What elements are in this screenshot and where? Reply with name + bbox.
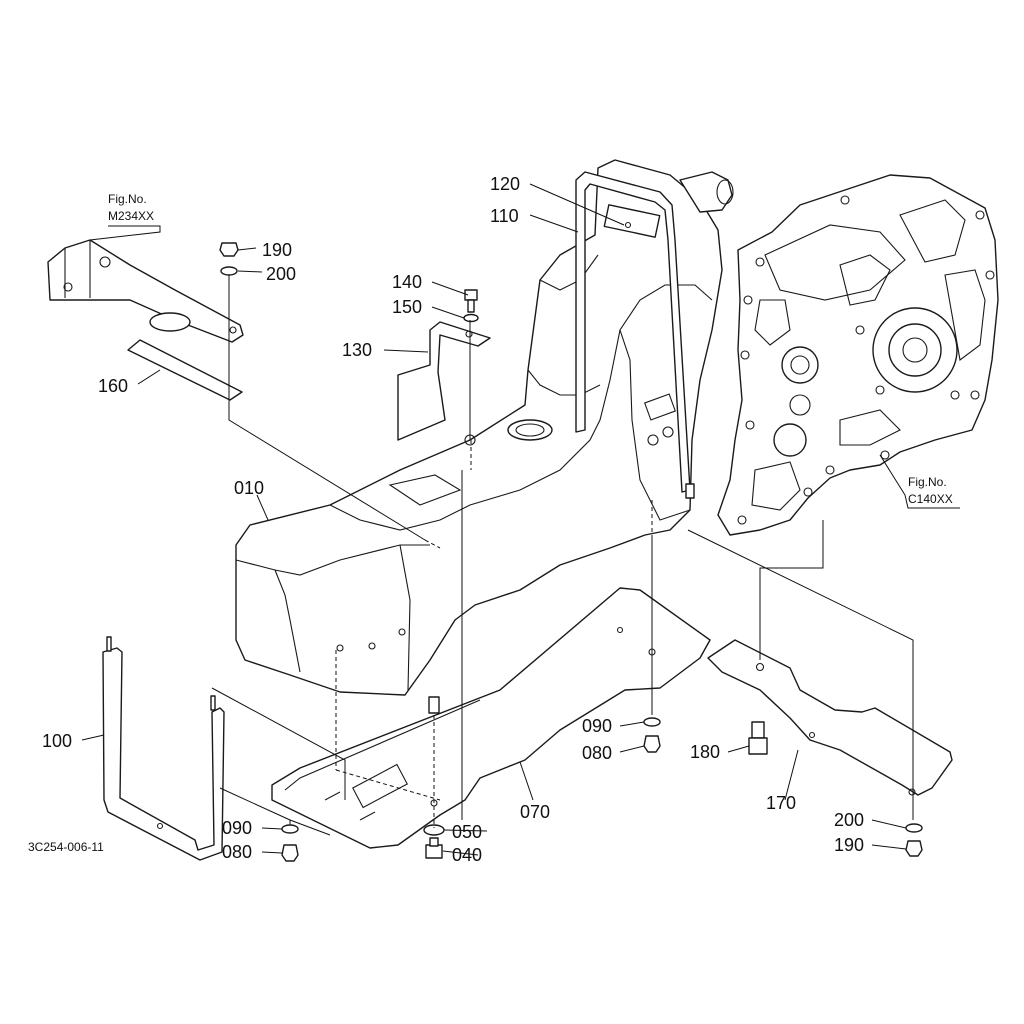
- fig-ref-top-left-line1: Fig.No.: [108, 192, 147, 206]
- nut-190-top: [219, 242, 239, 257]
- callout-040: 040: [452, 845, 482, 865]
- nut-080-left: [281, 844, 299, 862]
- washer-150: [463, 313, 479, 323]
- callout-100: 100: [42, 731, 72, 751]
- stud-on-floor: [428, 696, 440, 714]
- pad-160: [127, 339, 243, 401]
- washer-200-bottom: [905, 823, 923, 833]
- callout-070: 070: [520, 802, 550, 822]
- callout-140: 140: [392, 272, 422, 292]
- callout-200-top: 200: [266, 264, 296, 284]
- washer-090-mid: [643, 717, 661, 727]
- bolt-040: [425, 837, 443, 859]
- nut-080-mid: [643, 735, 661, 753]
- callout-110: 110: [490, 206, 519, 226]
- callout-170: 170: [766, 793, 796, 813]
- bracket-130: [397, 321, 491, 441]
- callout-090-left: 090: [222, 818, 252, 838]
- callout-080-mid: 080: [582, 743, 612, 763]
- bolt-140: [464, 289, 478, 313]
- mount-bracket-m234: [47, 239, 244, 343]
- fig-ref-right-line2: C140XX: [908, 492, 953, 506]
- washer-050: [423, 824, 445, 836]
- bracket-170: [707, 639, 953, 796]
- callout-080-left: 080: [222, 842, 252, 862]
- fig-ref-top-left-line2: M234XX: [108, 209, 154, 223]
- strap-110: [575, 171, 695, 499]
- callout-120: 120: [490, 174, 520, 194]
- transmission-case: [717, 174, 999, 536]
- drawing-code: 3C254-006-11: [28, 840, 104, 854]
- fig-ref-right-line1: Fig.No.: [908, 475, 947, 489]
- fuel-tank-010: [235, 159, 734, 696]
- callout-090-mid: 090: [582, 716, 612, 736]
- floor-plate-070: [271, 587, 711, 849]
- callout-050: 050: [452, 822, 482, 842]
- callout-160: 160: [98, 376, 128, 396]
- callout-180: 180: [690, 742, 720, 762]
- callout-130: 130: [342, 340, 372, 360]
- leader-lines: [81, 183, 960, 856]
- strap-100: [102, 636, 225, 861]
- washer-200-top: [220, 266, 238, 276]
- callout-150: 150: [392, 297, 422, 317]
- callout-190-top: 190: [262, 240, 292, 260]
- callout-010: 010: [234, 478, 264, 498]
- nut-190-bottom: [905, 840, 923, 857]
- alignment-lines: [211, 275, 914, 836]
- washer-090-left: [281, 824, 299, 834]
- callout-200-bottom: 200: [834, 810, 864, 830]
- callout-190-bottom: 190: [834, 835, 864, 855]
- bolt-180: [748, 721, 768, 755]
